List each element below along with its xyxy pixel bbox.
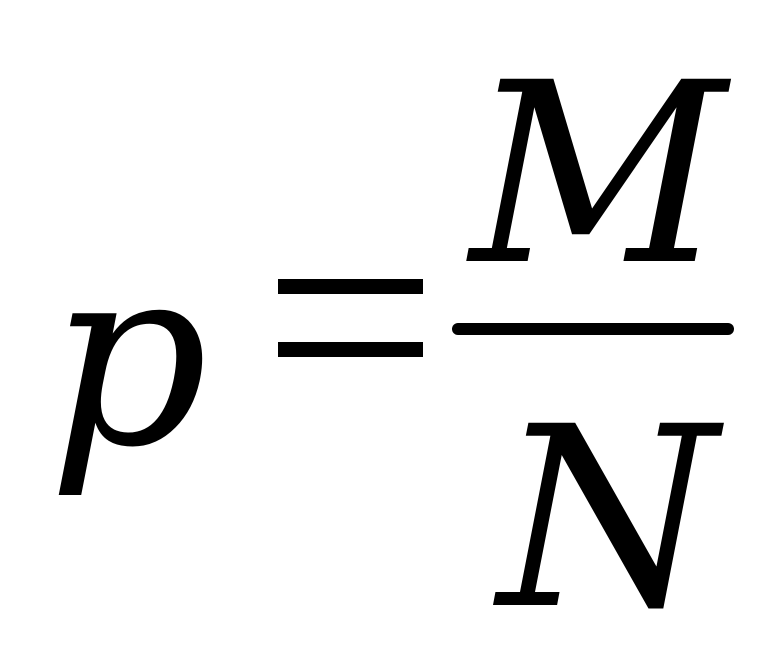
equals-bar-top xyxy=(278,279,423,294)
equals-bar-bottom xyxy=(278,342,423,357)
equals-sign xyxy=(278,279,423,357)
variable-p: p xyxy=(48,211,209,502)
fraction-bar xyxy=(452,323,734,335)
formula: p M N xyxy=(48,29,734,644)
denominator-n: N xyxy=(498,373,717,664)
numerator-m: M xyxy=(470,29,726,320)
